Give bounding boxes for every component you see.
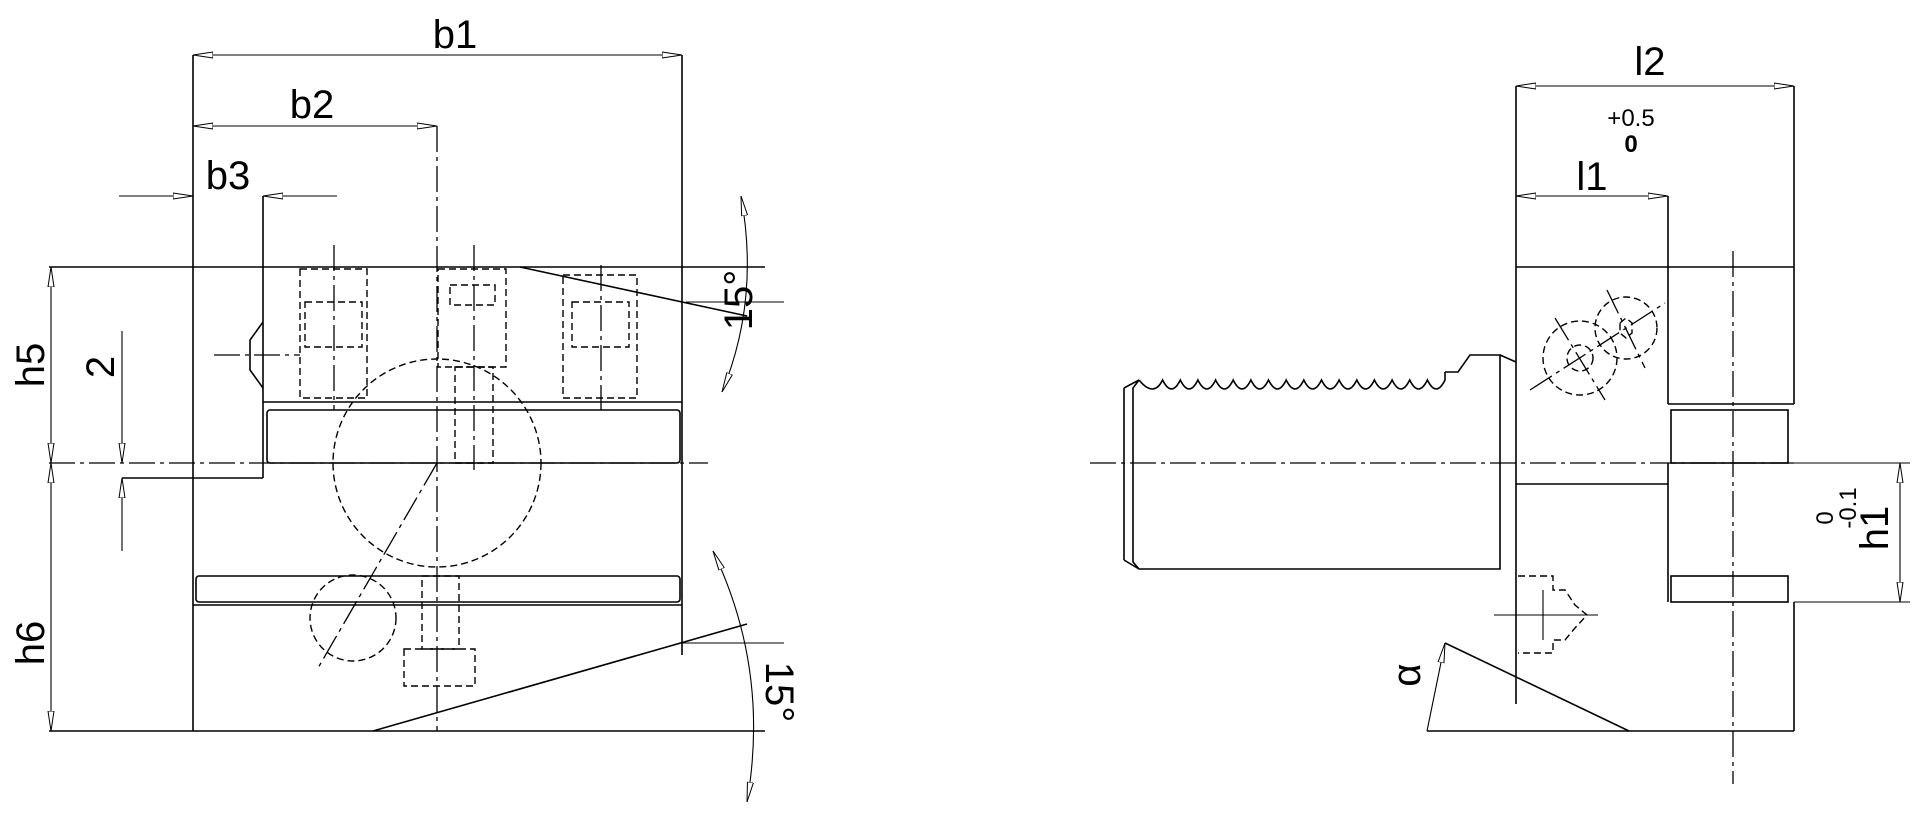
dimensions-side: [1426, 86, 1910, 732]
tolerance-l1-lower: 0: [1624, 131, 1637, 158]
hidden-features: [214, 245, 638, 687]
mounting-holes: [1529, 289, 1666, 401]
angle-label-alpha: α: [1385, 663, 1429, 686]
front-body-outline: [49, 55, 765, 732]
side-body-outline: [1427, 86, 1795, 732]
front-view: b1 b2 b3 h5 h6 2 15° 15°: [9, 13, 801, 802]
angle-label-top: 15°: [717, 270, 761, 331]
dim-label-l1: l1: [1576, 155, 1607, 199]
thread-profile: [1138, 372, 1446, 390]
tolerance-h1-upper: 0: [1812, 511, 1839, 524]
dim-label-b2: b2: [290, 83, 335, 127]
knurled-screw: [403, 648, 476, 687]
dim-label-b1: b1: [433, 13, 478, 57]
dim-label-step: 2: [79, 356, 123, 378]
dim-label-h1: h1: [1853, 506, 1897, 551]
tolerance-h1-lower: -0.1: [1835, 487, 1862, 528]
screw-lower: [421, 575, 460, 650]
dim-label-l2: l2: [1634, 40, 1665, 84]
dim-label-h5: h5: [9, 343, 53, 388]
screw-right: [562, 274, 638, 399]
hidden-clamp-screw: [1494, 575, 1598, 654]
side-view: l2 +0.5 0 l1 h1 0 -0.1 α: [1090, 40, 1910, 784]
tolerance-l1-upper: +0.5: [1607, 105, 1654, 132]
screw-middle: [437, 268, 507, 368]
angle-label-bottom: 15°: [757, 662, 801, 723]
dim-label-b3: b3: [206, 154, 251, 198]
dimensions-front: [51, 55, 784, 802]
dim-label-h6: h6: [9, 621, 53, 666]
threaded-shank: [1123, 354, 1517, 570]
